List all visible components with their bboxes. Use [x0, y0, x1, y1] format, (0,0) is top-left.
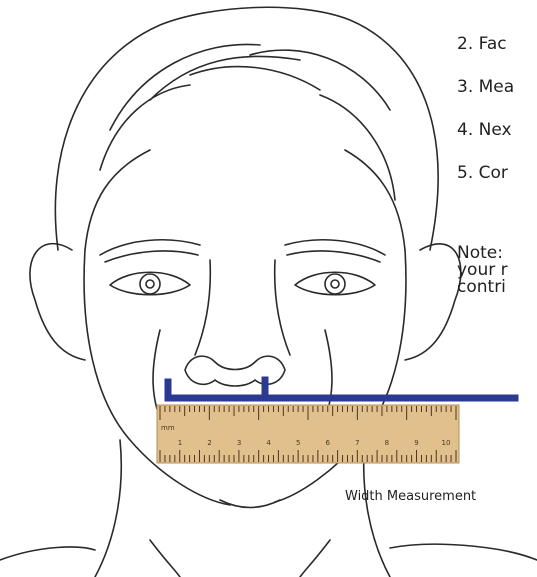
ruler-number: 5 — [296, 439, 300, 447]
instruction-step-3: 3. Mea — [457, 77, 514, 97]
jaw-left — [84, 250, 230, 505]
right-eye — [295, 272, 375, 295]
hair-strands — [100, 44, 395, 200]
ruler-number: 7 — [355, 439, 359, 447]
instruction-step-5: 5. Cor — [457, 163, 508, 183]
note-line-3: contri — [457, 279, 506, 296]
instruction-step-4: 4. Nex — [457, 120, 512, 140]
ruler-number: 10 — [442, 439, 451, 447]
nose — [195, 260, 290, 355]
ruler: mm 1 2 3 4 5 6 7 8 9 10 — [157, 405, 459, 463]
left-ear — [30, 244, 85, 360]
instruction-step-2: 2. Fac — [457, 34, 507, 54]
ruler-number: 8 — [385, 439, 389, 447]
ruler-number: 2 — [207, 439, 211, 447]
ruler-number: 6 — [326, 439, 331, 447]
jaw-right — [275, 250, 406, 502]
ruler-unit-label: mm — [161, 424, 175, 432]
ruler-number: 9 — [414, 439, 418, 447]
ruler-number: 1 — [178, 439, 182, 447]
width-measurement-caption: Width Measurement — [345, 489, 476, 505]
ruler-number: 3 — [237, 439, 241, 447]
neck-left — [95, 440, 121, 577]
ruler-number: 4 — [266, 439, 271, 447]
left-eye — [110, 272, 190, 295]
right-ear — [405, 244, 461, 360]
